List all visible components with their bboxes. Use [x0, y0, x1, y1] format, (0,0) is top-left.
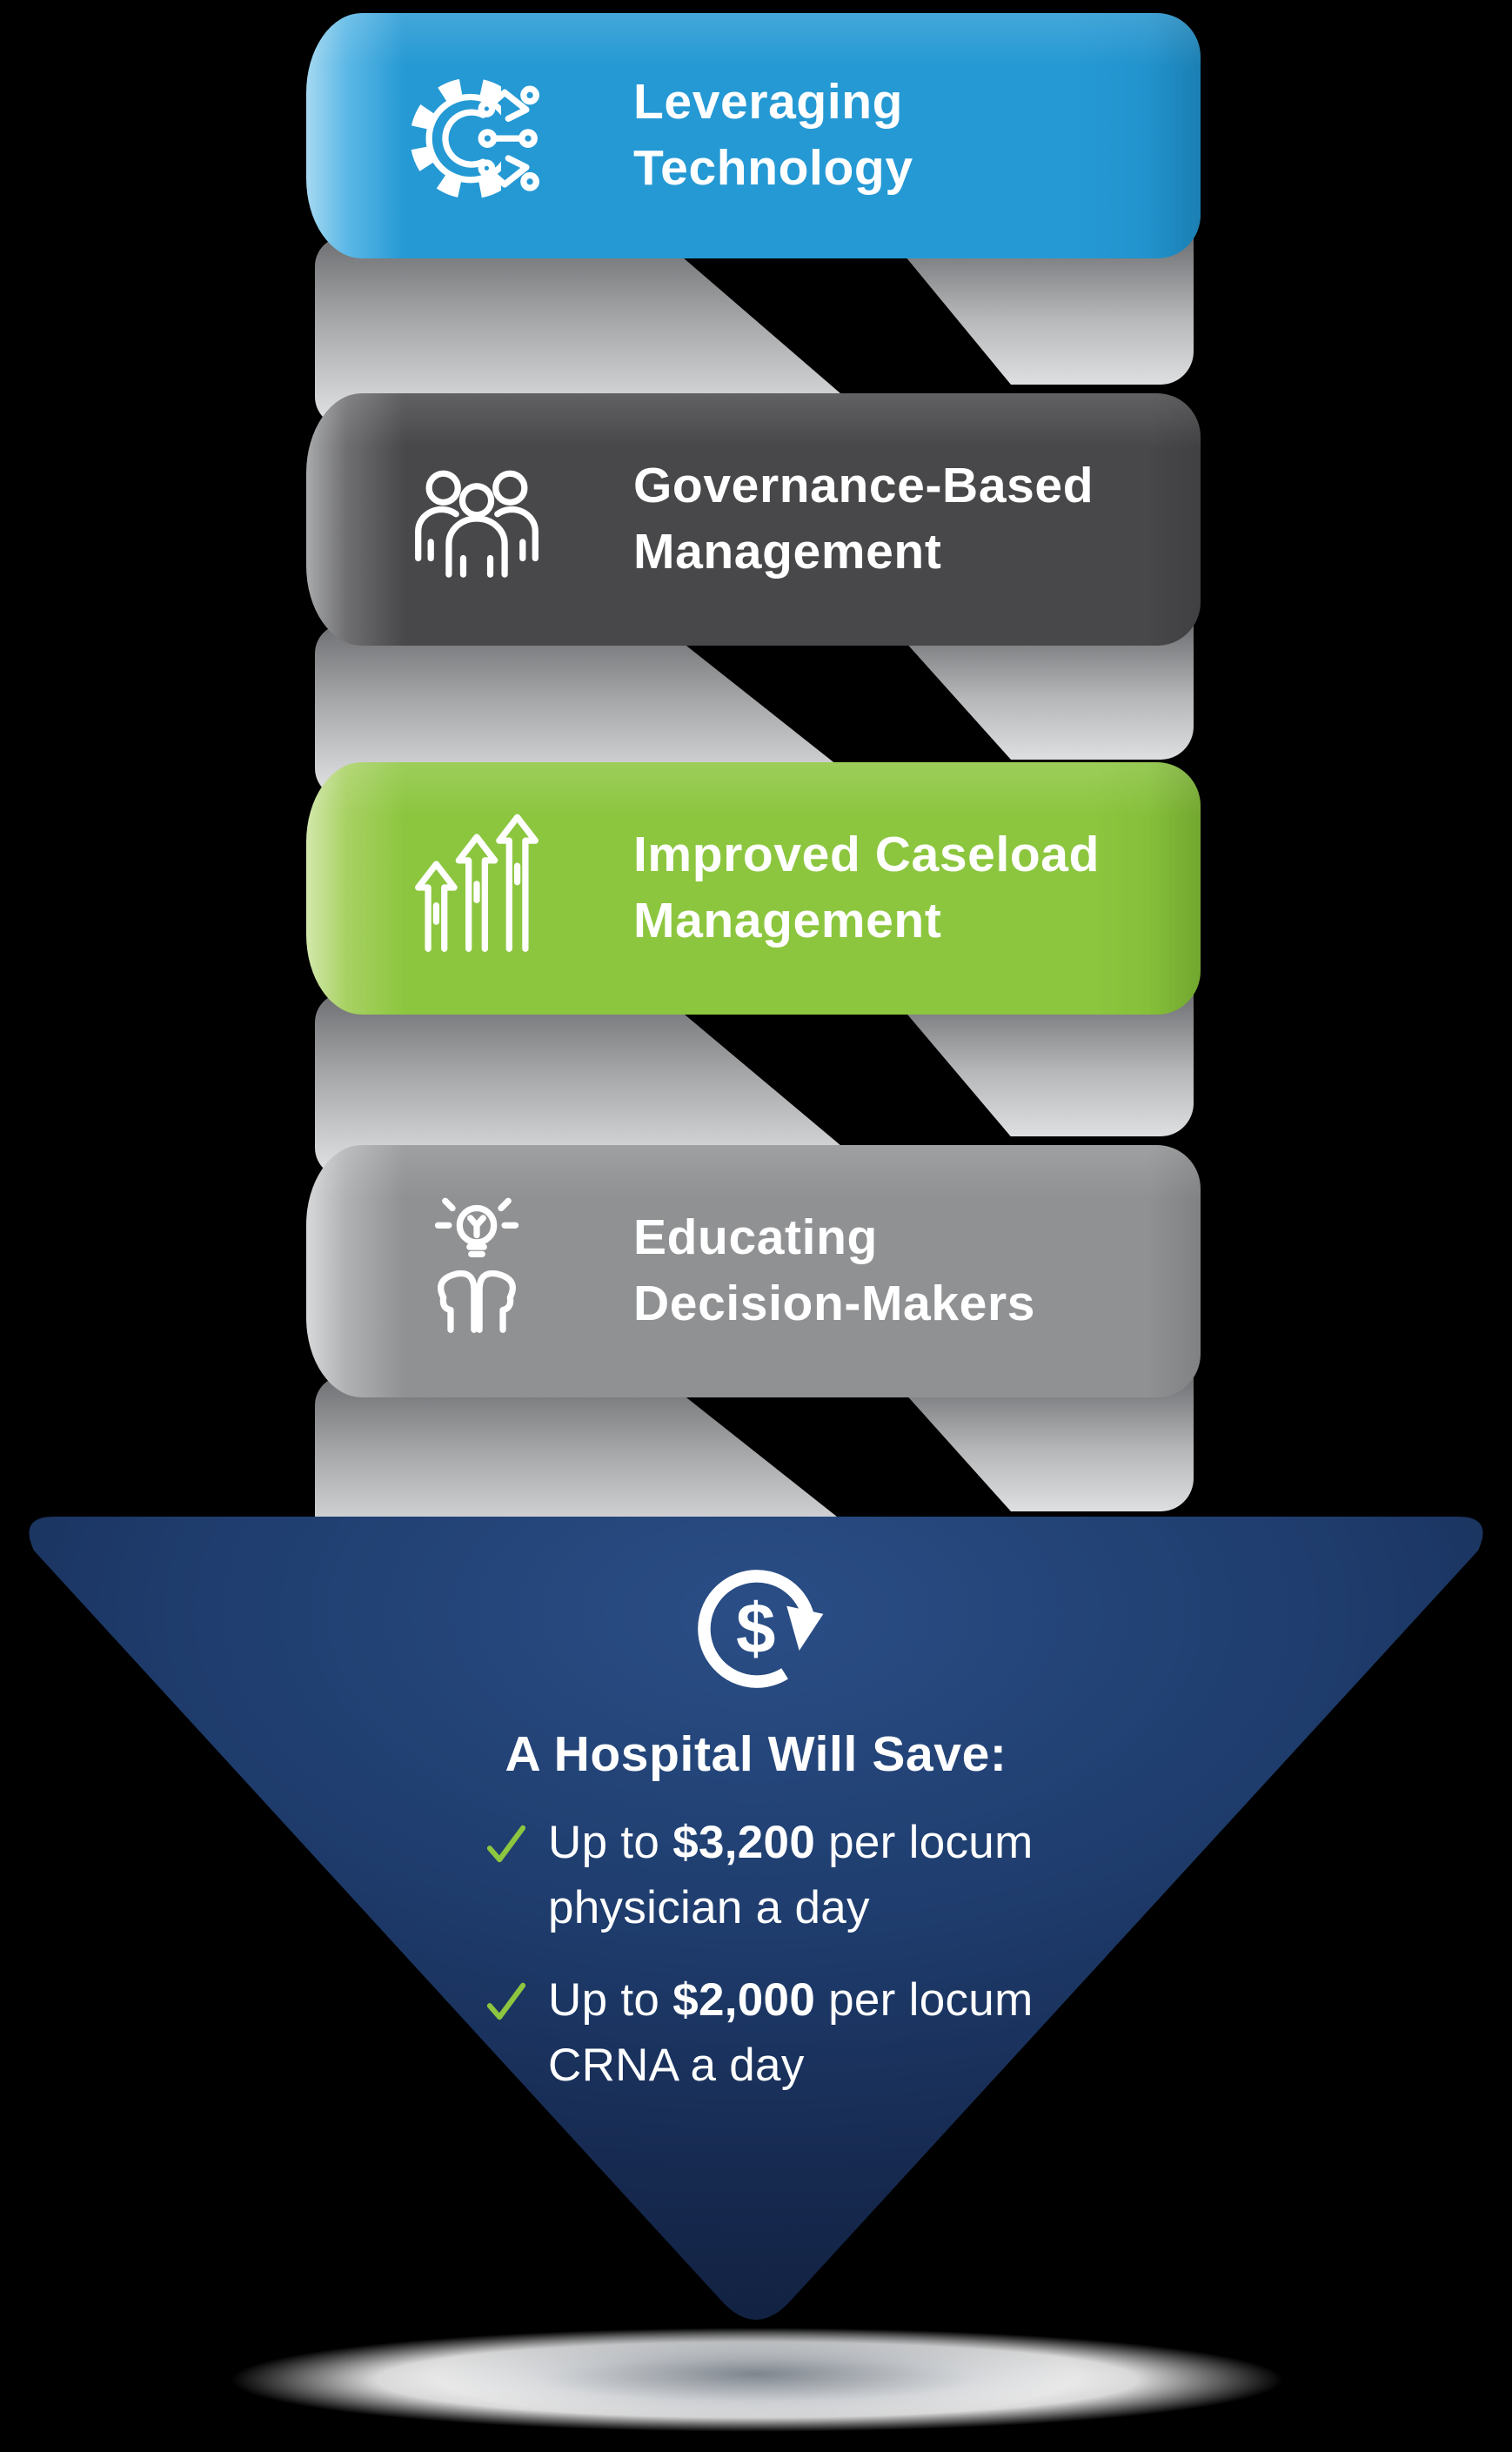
floor-shadow	[26, 2308, 1488, 2452]
banner-title-line: Governance-Based	[633, 458, 1094, 514]
ribbon-fold-right	[889, 237, 1194, 385]
banner-title: Governance-Based Management	[633, 453, 1094, 586]
banner-improved-caseload-management: Improved Caseload Management	[306, 762, 1201, 1015]
banner-title-line: Technology	[633, 140, 913, 196]
banner-title-line: Leveraging	[633, 74, 904, 131]
banner-title: Improved Caseload Management	[633, 822, 1100, 955]
banner-title-line: Educating	[633, 1209, 878, 1266]
banner-governance-based-management: Governance-Based Management	[306, 393, 1201, 646]
tech-gear-circuit-icon	[400, 59, 553, 212]
banner-title: Leveraging Technology	[633, 70, 913, 202]
growth-arrows-icon	[400, 812, 553, 965]
savings-arrow	[29, 1517, 1483, 2320]
people-group-icon	[400, 443, 553, 596]
banner-title-line: Management	[633, 524, 942, 580]
idea-heads-icon	[400, 1195, 553, 1348]
banner-title: Educating Decision-Makers	[633, 1205, 1035, 1337]
banner-title-line: Management	[633, 893, 942, 948]
banner-educating-decision-makers: Educating Decision-Makers	[306, 1145, 1201, 1397]
banner-leveraging-technology: Leveraging Technology	[306, 13, 1201, 258]
banner-title-line: Decision-Makers	[633, 1276, 1036, 1331]
banner-title-line: Improved Caseload	[633, 827, 1101, 883]
